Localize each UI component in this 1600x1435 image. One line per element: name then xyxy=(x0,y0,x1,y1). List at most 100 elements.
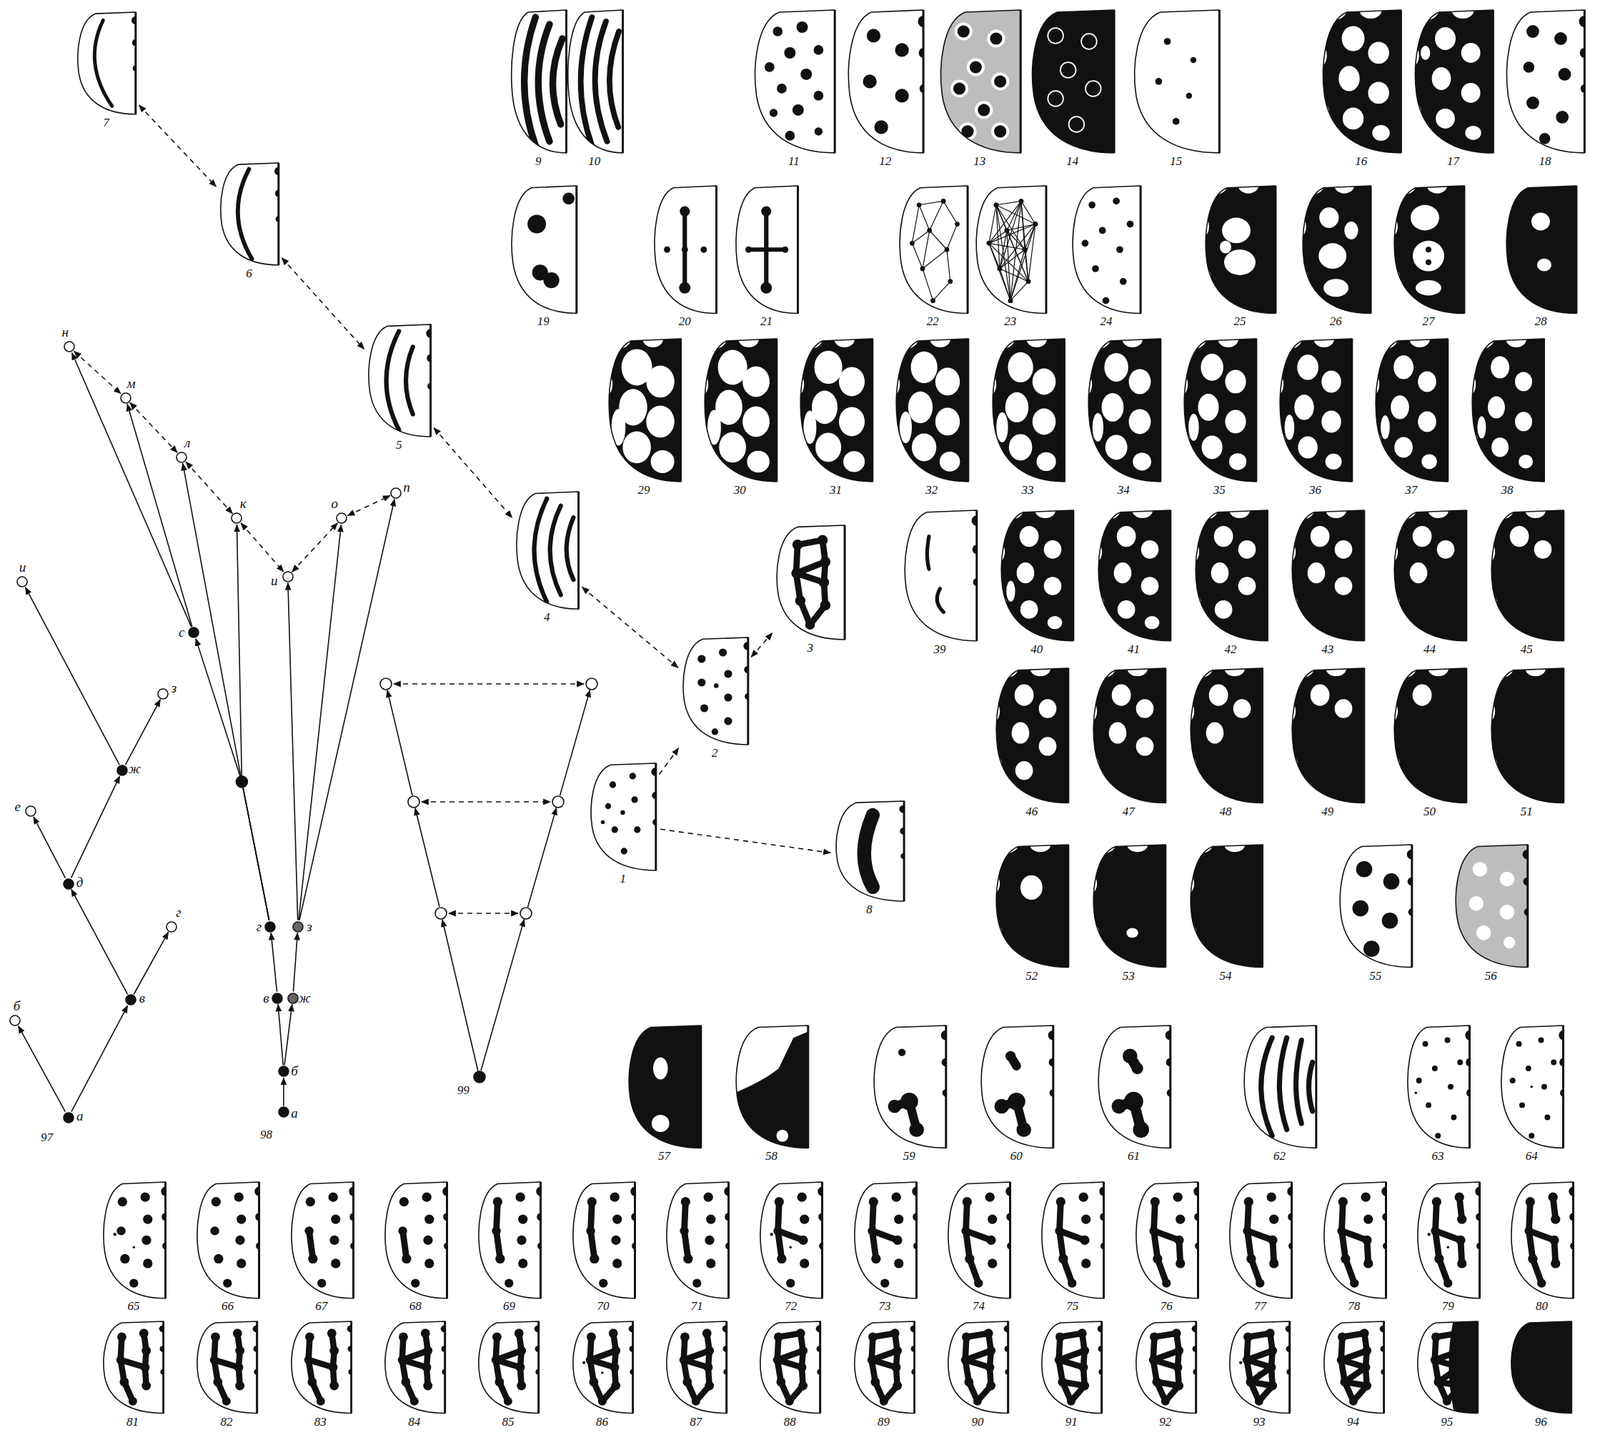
wing-pattern xyxy=(605,337,683,484)
figure-number: 83 xyxy=(288,1414,354,1430)
wing-pattern xyxy=(851,1319,917,1415)
wing-figure: 12 xyxy=(845,8,925,169)
node-circle xyxy=(9,1014,21,1027)
figure-number: 86 xyxy=(570,1414,635,1430)
node-letter: б xyxy=(290,1064,298,1079)
figure-number: 50 xyxy=(1391,804,1468,819)
figure-number: 24 xyxy=(1069,314,1142,329)
wing-pattern xyxy=(845,8,925,155)
wing-pattern xyxy=(570,1180,637,1300)
tree-node: м xyxy=(120,392,132,404)
figure-number: 44 xyxy=(1391,642,1468,657)
wing-pattern xyxy=(757,1180,824,1300)
wing-figure: 15 xyxy=(1131,8,1221,169)
figure-number: 99 xyxy=(457,1083,470,1098)
connector xyxy=(71,1005,128,1112)
figure-number: 57 xyxy=(625,1149,703,1164)
tree-node: л xyxy=(175,451,188,464)
figure-number: 46 xyxy=(993,804,1070,819)
wing-figure: 83 xyxy=(288,1319,354,1430)
tree-node: о xyxy=(335,512,348,524)
figure-number: 18 xyxy=(1503,154,1586,169)
wing-pattern xyxy=(1133,1180,1200,1300)
wing-pattern xyxy=(382,1319,447,1415)
wing-figure: 24 xyxy=(1069,184,1142,329)
node-letter: г xyxy=(256,919,262,934)
figure-number: 42 xyxy=(1192,642,1270,657)
figure-number: 43 xyxy=(1289,642,1366,657)
wing-figure: 9 xyxy=(508,8,569,169)
node-circle xyxy=(264,921,276,933)
figure-number: 2 xyxy=(680,746,750,761)
node-letter: з xyxy=(171,681,177,696)
wing-pattern xyxy=(194,1180,261,1300)
wing-pattern xyxy=(1488,508,1565,643)
wing-pattern xyxy=(893,337,970,484)
tree-node: а xyxy=(277,1106,290,1118)
wing-pattern xyxy=(382,1180,449,1300)
wing-figure: 19 xyxy=(508,184,579,329)
connector xyxy=(582,587,679,669)
tree-lines xyxy=(387,683,591,1072)
wing-figure: 41 xyxy=(1095,508,1172,657)
figure-number: 95 xyxy=(1414,1414,1480,1430)
wing-figure: 17 xyxy=(1412,8,1495,169)
connector xyxy=(240,523,284,572)
node-circle xyxy=(292,921,304,933)
connector xyxy=(433,428,512,518)
node-circle xyxy=(63,340,76,353)
node-circle xyxy=(277,1106,290,1118)
wing-pattern xyxy=(651,184,719,315)
figure-number: 16 xyxy=(1319,154,1403,169)
tree-node: з xyxy=(157,688,169,700)
wing-figure: 18 xyxy=(1503,8,1586,169)
figure-number: 72 xyxy=(757,1299,824,1314)
figure-number: 62 xyxy=(1241,1149,1318,1164)
wing-figure: 73 xyxy=(851,1180,919,1315)
figure-number: 85 xyxy=(475,1414,541,1430)
wing-pattern xyxy=(797,337,874,484)
connector xyxy=(292,523,338,572)
wing-figure: 14 xyxy=(1029,8,1116,169)
figure-number: 67 xyxy=(288,1299,356,1314)
node-circle xyxy=(175,451,188,464)
wing-pattern xyxy=(1498,1024,1565,1150)
wing-pattern xyxy=(773,523,847,642)
wing-figure: 89 xyxy=(851,1319,917,1430)
tree-node: е xyxy=(25,805,37,817)
connector xyxy=(659,748,679,775)
wing-figure: 31 xyxy=(797,337,874,498)
figure-number: 26 xyxy=(1299,314,1373,329)
wing-pattern xyxy=(1187,666,1265,804)
figure-number: 41 xyxy=(1095,642,1172,657)
figure-number: 19 xyxy=(508,314,579,329)
wing-figure: 49 xyxy=(1289,666,1366,819)
wing-figure: 30 xyxy=(701,337,779,498)
connector xyxy=(299,498,395,920)
wing-figure: 32 xyxy=(893,337,970,498)
figure-number: 15 xyxy=(1131,154,1221,169)
wing-figure: 43 xyxy=(1289,508,1366,657)
wing-pattern xyxy=(1508,1180,1575,1300)
node-letter: о xyxy=(331,496,339,511)
figure-number: 70 xyxy=(570,1299,637,1314)
wing-pattern xyxy=(217,161,281,267)
wing-pattern xyxy=(1039,1319,1104,1415)
node-circle xyxy=(16,575,28,588)
wing-figure: 63 xyxy=(1404,1024,1472,1164)
wing-pattern xyxy=(1241,1024,1318,1150)
connector xyxy=(33,816,66,878)
wing-figure: 86 xyxy=(570,1319,635,1430)
wing-pattern xyxy=(937,8,1022,155)
wing-pattern xyxy=(1508,1319,1573,1415)
node-circle xyxy=(335,512,348,524)
figure-number: 39 xyxy=(901,642,979,657)
node-letter: з xyxy=(306,919,312,934)
wing-figure: 42 xyxy=(1192,508,1270,657)
figure-number: 38 xyxy=(1469,483,1546,498)
node-letter: в xyxy=(139,991,146,1006)
wing-figure: 79 xyxy=(1414,1180,1482,1315)
figure-number: 59 xyxy=(871,1149,948,1164)
wing-pattern xyxy=(663,1319,729,1415)
wing-pattern xyxy=(1503,184,1578,315)
